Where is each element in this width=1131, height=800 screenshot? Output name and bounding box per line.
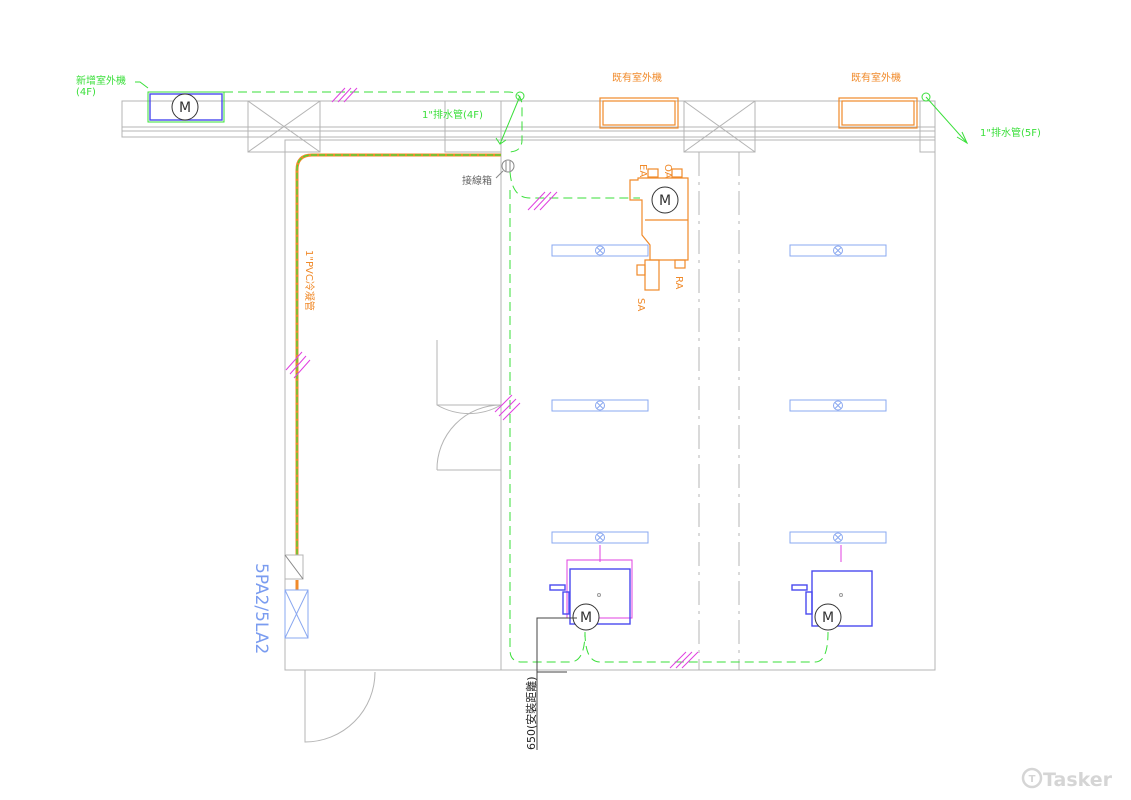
ea-label: EA [637, 164, 648, 177]
svg-text:M: M [179, 100, 191, 116]
refrigerant-pipe-top [224, 91, 523, 153]
drain-5f [921, 92, 969, 145]
new-outdoor-unit-floor: (4F) [76, 87, 96, 98]
install-dimension [536, 617, 577, 750]
control-wire-right [584, 631, 829, 663]
indoor-unit-left: M [549, 545, 633, 631]
existing-outdoor-unit-2 [838, 97, 918, 129]
svg-text:M: M [659, 193, 671, 209]
junction-box-label: 接線箱 [462, 174, 492, 187]
control-wire-left [509, 190, 586, 663]
entry-door [304, 670, 376, 743]
access-panel [284, 554, 304, 580]
building-walls [121, 100, 936, 671]
svg-text:M: M [822, 610, 834, 626]
light-fixtures [551, 244, 887, 544]
drain-4f-label: 1"排水管(4F) [422, 108, 483, 121]
svg-text:T: T [1029, 774, 1036, 785]
shaft-left [247, 100, 321, 153]
new-outdoor-unit-label: 新增室外機 [76, 74, 126, 87]
install-distance-label: 650(安裝距離) [524, 676, 538, 750]
shaft-right [683, 100, 756, 153]
unit-model-label: 5PA2/5LA2 [251, 563, 271, 654]
existing-outdoor-unit-label-1: 既有室外機 [612, 71, 662, 84]
existing-outdoor-unit-label-2: 既有室外機 [851, 71, 901, 84]
pvc-pipe-label: 1"PVC冷凝管 [303, 250, 316, 311]
ra-label: RA [673, 276, 684, 290]
double-door [436, 340, 502, 471]
leader-line [135, 81, 149, 89]
tasker-watermark: T Tasker [1021, 767, 1113, 791]
drain-4f [495, 91, 525, 145]
oa-label: OA [662, 164, 673, 179]
svg-text:M: M [580, 610, 592, 626]
control-wire-indoor [509, 171, 640, 199]
indoor-unit-right: M [791, 545, 873, 631]
svg-text:Tasker: Tasker [1043, 769, 1113, 791]
new-outdoor-unit: M [147, 91, 225, 123]
sa-label: SA [635, 298, 646, 312]
existing-outdoor-unit-1 [599, 97, 679, 129]
pvc-pipe-core [296, 154, 501, 555]
heat-exchange-unit: M [629, 168, 689, 291]
pvc-condensate-pipe [295, 153, 501, 555]
drain-5f-label: 1"排水管(5F) [980, 126, 1041, 139]
model-unit-box [284, 589, 309, 639]
hatch-marks [285, 87, 699, 669]
junction-box [495, 159, 515, 179]
